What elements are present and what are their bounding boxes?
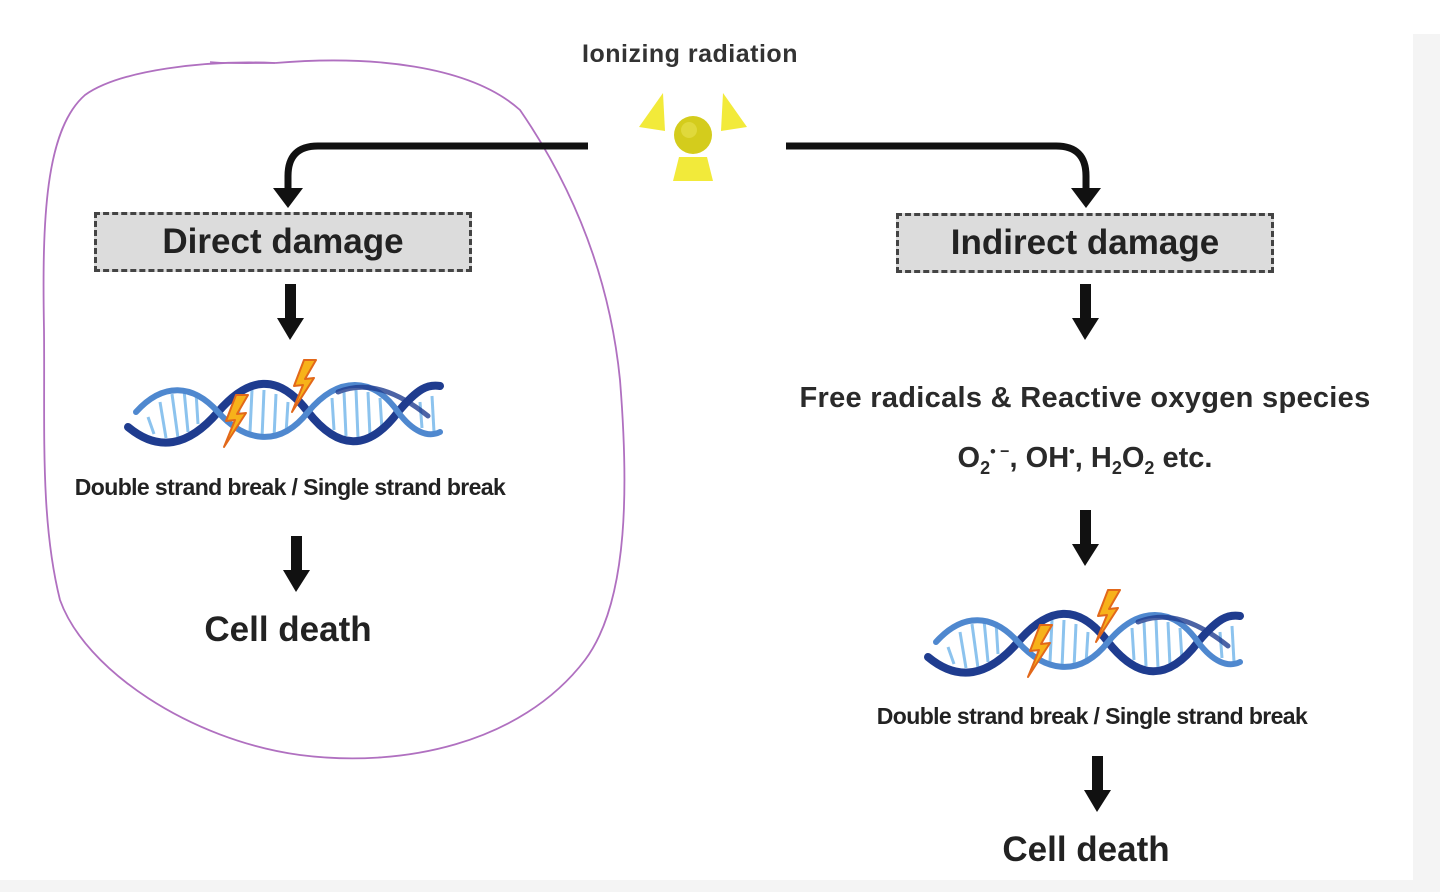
branch-arrow-left — [273, 142, 588, 208]
radiation-trefoil-icon — [639, 93, 747, 181]
frame-bottom — [0, 880, 1440, 892]
indirect-damage-label: Indirect damage — [950, 223, 1220, 262]
formula-h: H — [1090, 442, 1112, 474]
formula-o: O — [1121, 442, 1145, 474]
direct-damage-box: Direct damage — [94, 212, 472, 272]
strand-break-caption-right: Double strand break / Single strand brea… — [876, 703, 1308, 729]
annotation-circle — [42, 59, 626, 760]
cell-death-left: Cell death — [204, 610, 372, 649]
indirect-damage-box: Indirect damage — [896, 213, 1274, 273]
formula-o2-sup: • − — [990, 443, 1010, 461]
formula-oh-sup: • — [1069, 443, 1075, 461]
dna-helix-icon — [128, 384, 440, 443]
formula-sep2: , — [1074, 442, 1091, 474]
formula-o2-sub: 2 — [980, 457, 991, 478]
down-arrow-right-1 — [1072, 284, 1099, 340]
formula-h-sub: 2 — [1111, 457, 1122, 478]
down-arrow-left-2 — [283, 536, 310, 592]
formula-oh: OH — [1025, 442, 1070, 474]
frame-edge — [1413, 34, 1440, 892]
formula-o2: O — [957, 442, 981, 474]
cell-death-right: Cell death — [1002, 830, 1170, 869]
ros-label: Free radicals & Reactive oxygen species — [799, 382, 1371, 414]
dna-helix-icon — [928, 614, 1240, 673]
down-arrow-left-1 — [277, 284, 304, 340]
down-arrow-right-2 — [1072, 510, 1099, 566]
diagram-canvas — [18, 34, 1413, 879]
diagram-title: Ionizing radiation — [582, 40, 798, 68]
formula-o-sub: 2 — [1144, 457, 1155, 478]
branch-arrow-right — [786, 142, 1101, 208]
formula-etc: etc. — [1154, 442, 1213, 474]
direct-damage-label: Direct damage — [162, 222, 404, 261]
ros-species-formula: O2• −, OH•, H2O2 etc. — [900, 442, 1270, 479]
formula-sep1: , — [1009, 442, 1026, 474]
strand-break-caption-left: Double strand break / Single strand brea… — [74, 474, 506, 500]
down-arrow-right-3 — [1084, 756, 1111, 812]
